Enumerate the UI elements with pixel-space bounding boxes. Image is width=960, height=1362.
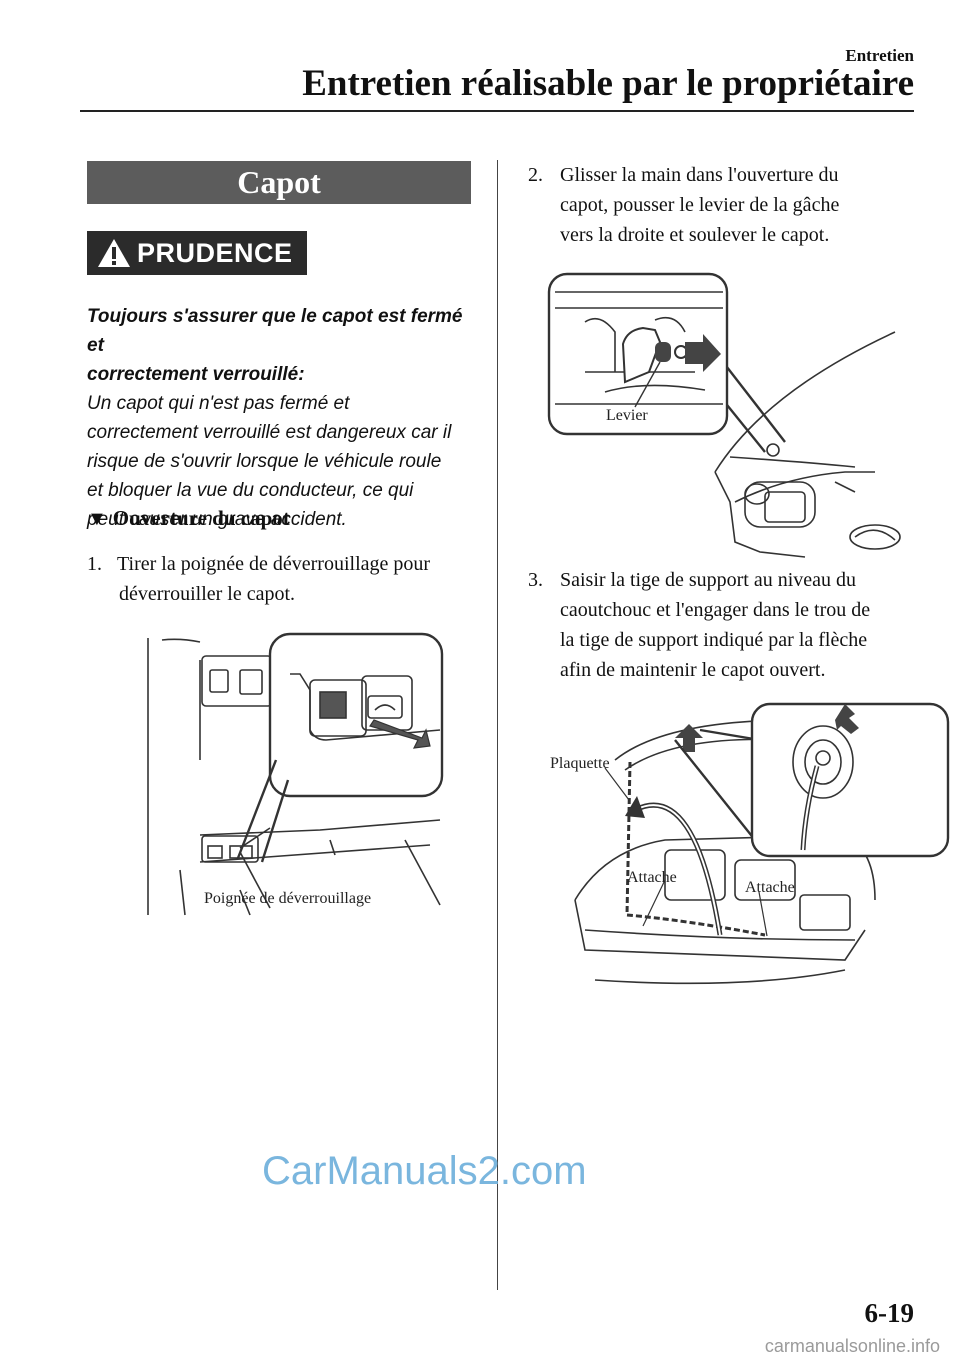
column-divider [497,160,498,1290]
step-2: 2. Glisser la main dans l'ouverture du c… [528,160,928,252]
step-line: Tirer la poignée de déverrouillage pour [117,553,431,575]
hood-lever-illustration [547,272,901,558]
clip-caption: Attache [627,869,677,886]
caution-line: et bloquer la vue du conducteur, ce qui [87,480,414,501]
step-number: 3. [528,569,543,591]
caution-bold-line: correctement verrouillé: [87,364,305,385]
step-line: caoutchouc et l'engager dans le trou de [560,599,871,621]
step-line: déverrouiller le capot. [119,583,296,605]
caution-line: Un capot qui n'est pas fermé et [87,393,350,414]
subheading: ▼Ouverture du capot [87,506,290,531]
caution-label: PRUDENCE [137,238,293,268]
page-title: Entretien réalisable par le propriétaire [302,63,914,104]
caution-text: Toujours s'assurer que le capot est ferm… [87,302,477,534]
release-handle-caption: Poignée de déverrouillage [204,890,372,907]
step-line: vers la droite et soulever le capot. [560,224,830,246]
release-handle-illustration [147,632,444,916]
header-rule [80,110,914,112]
subheading-text: Ouverture du capot [112,506,290,530]
support-rod-illustration [574,702,950,985]
step-number: 2. [528,164,543,186]
step-3: 3. Saisir la tige de support au niveau d… [528,565,928,687]
lever-caption: Levier [606,407,648,424]
warning-triangle-icon [98,239,130,267]
step-line: la tige de support indiqué par la flèche [560,629,868,651]
step-1: 1. Tirer la poignée de déverrouillage po… [87,549,487,611]
caution-line: correctement verrouillé est dangereux ca… [87,422,452,443]
caution-line: peut causer un grave accident. [87,509,347,530]
section-title: Capot [87,161,471,204]
step-number: 1. [87,553,102,575]
step-line: afin de maintenir le capot ouvert. [560,659,826,681]
footer-site-text: carmanualsonline.info [764,1336,940,1356]
caution-line: risque de s'ouvrir lorsque le véhicule r… [87,451,442,472]
watermark-text: CarManuals2.com [262,1149,587,1193]
triangle-down-icon: ▼ [87,508,107,530]
plate-caption: Plaquette [550,755,610,772]
step-line: Glisser la main dans l'ouverture du [560,164,839,186]
page-number: 6-19 [864,1298,915,1328]
caution-badge: PRUDENCE [87,231,307,275]
chapter-label: Entretien [845,46,914,65]
step-line: capot, pousser le levier de la gâche [560,194,840,216]
caution-bold-line: Toujours s'assurer que le capot est ferm… [87,306,463,356]
step-line: Saisir la tige de support au niveau du [560,569,857,591]
clip-caption: Attache [745,879,795,896]
